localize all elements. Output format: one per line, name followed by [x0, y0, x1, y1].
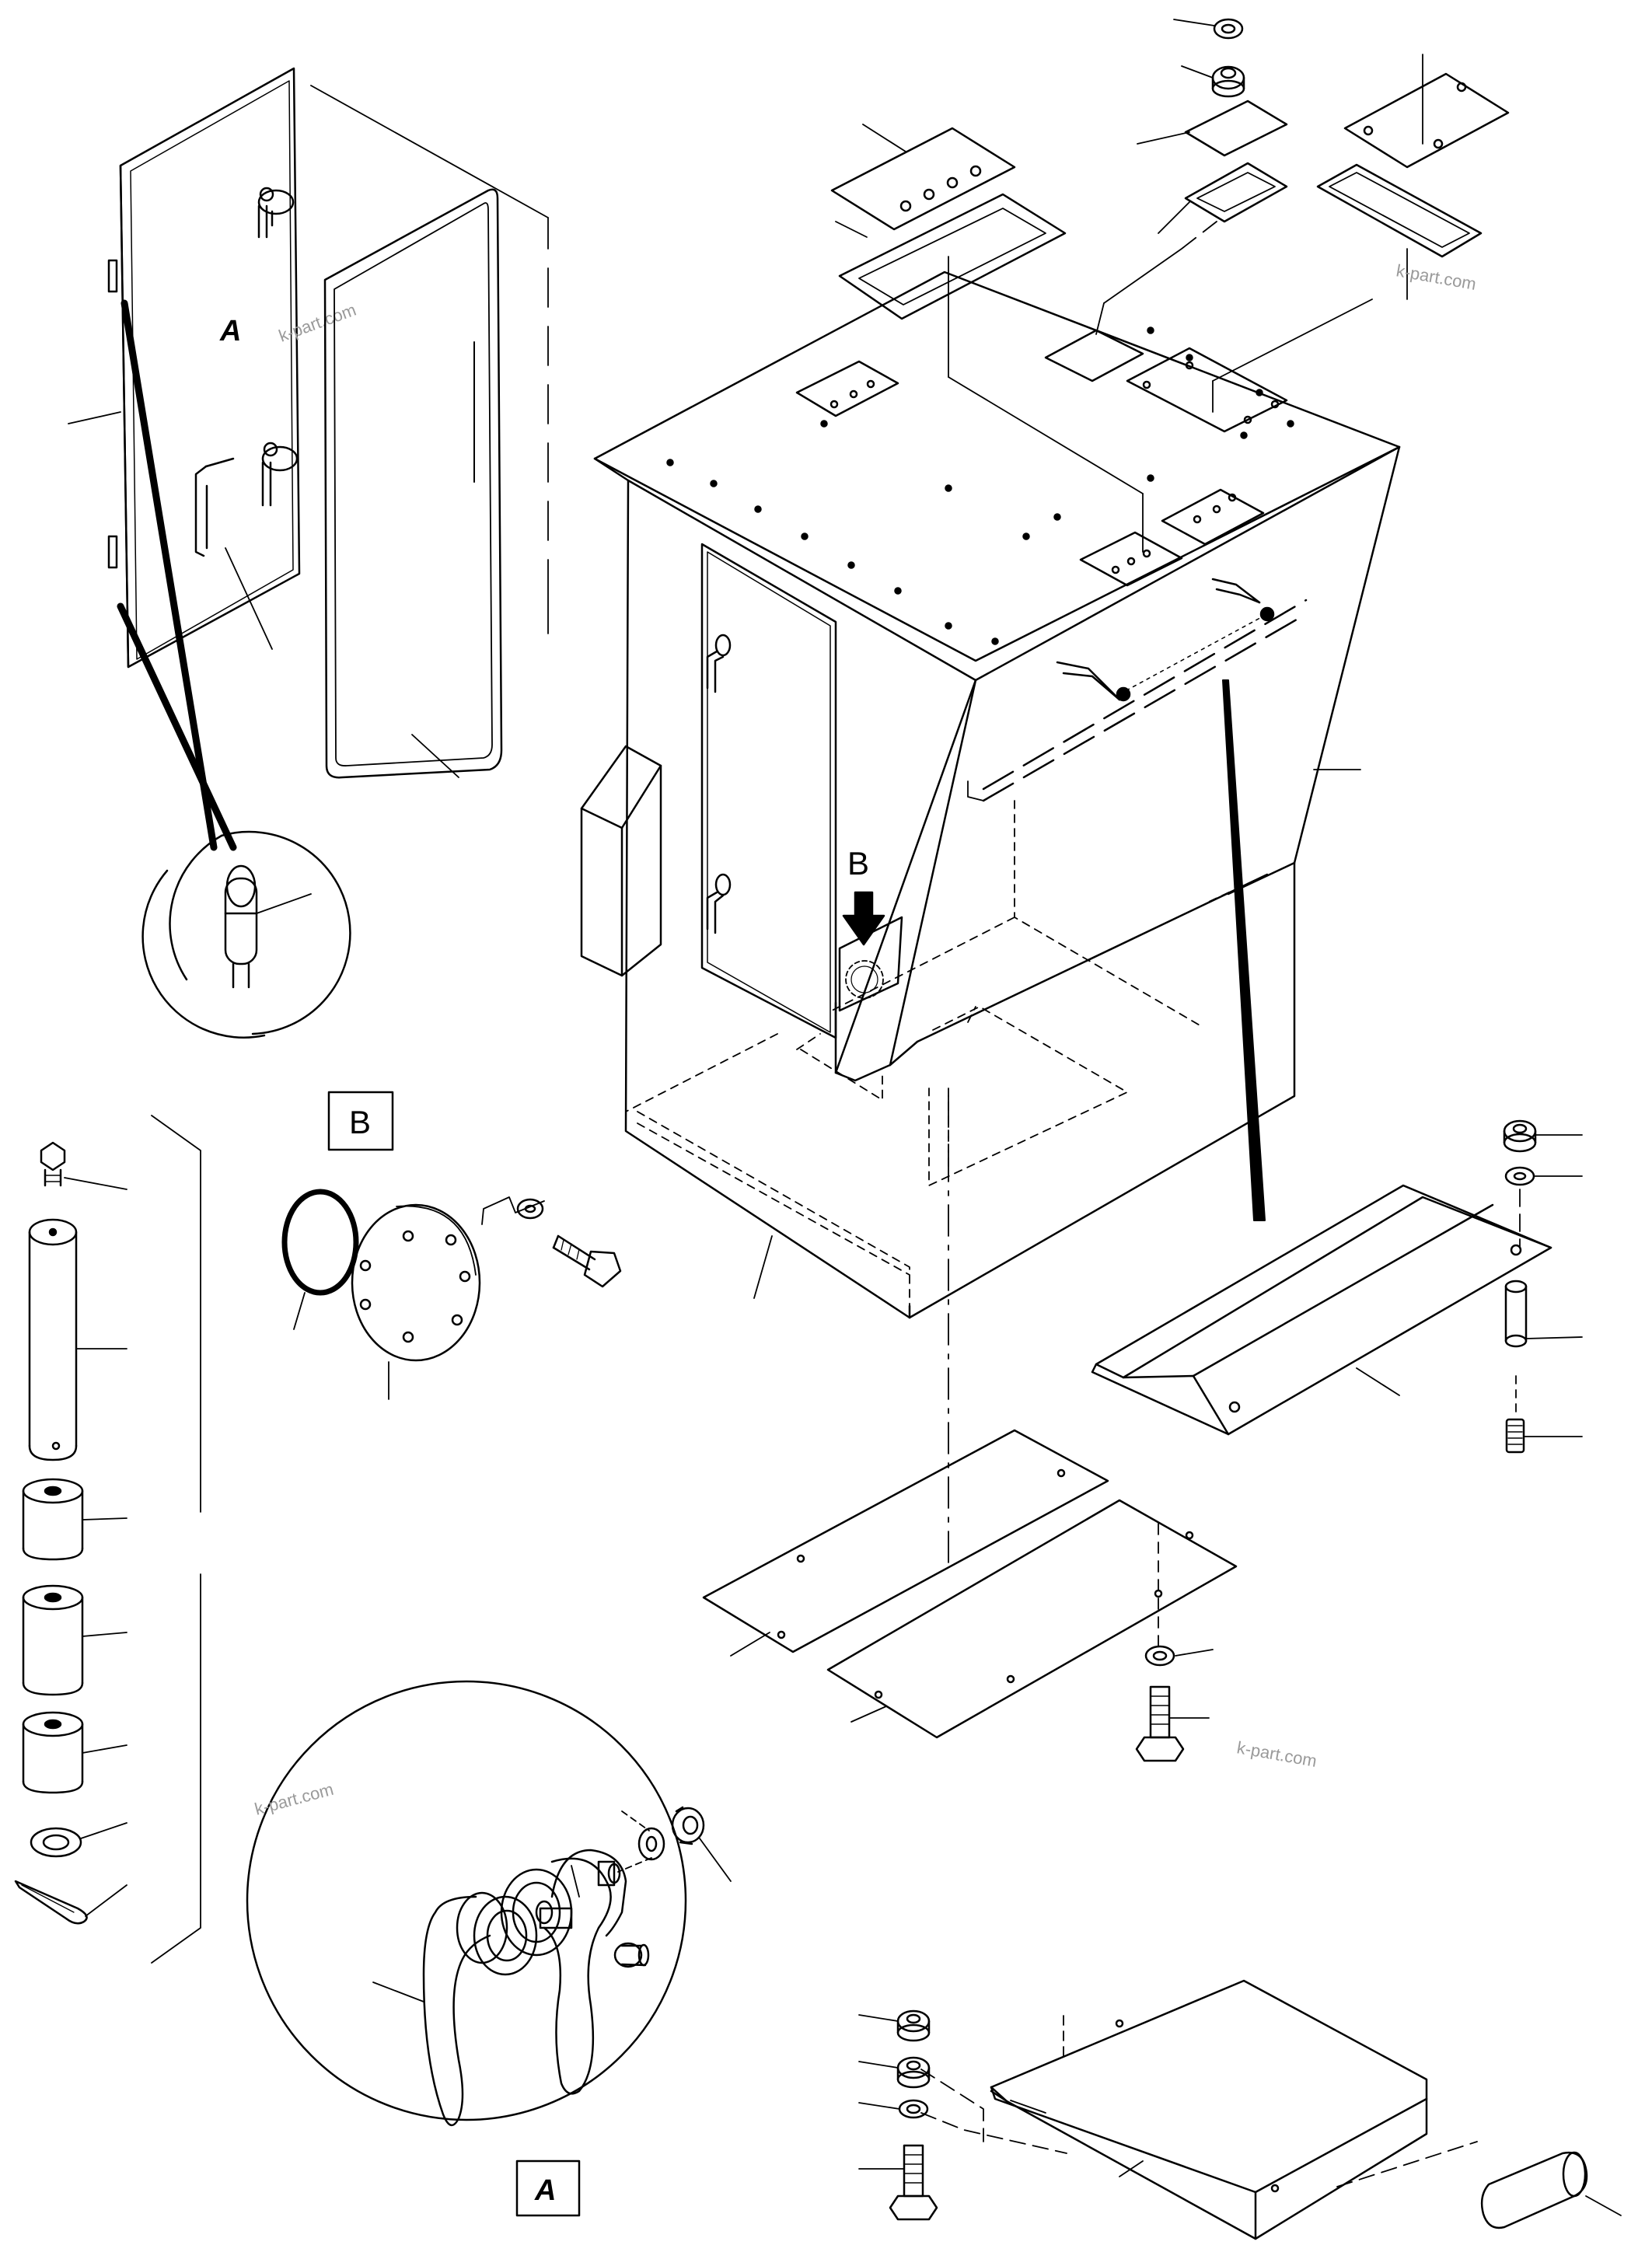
- cabinet-front-face: [624, 479, 977, 1319]
- detail-a-box-label: A: [534, 2174, 556, 2207]
- cabinet-hidden-lines: [625, 800, 1268, 1307]
- cover-plate-mid: [1137, 100, 1288, 157]
- cabinet-door: [700, 543, 837, 1039]
- leader-cabinet: [753, 769, 1361, 1299]
- handle-flange: [500, 1868, 573, 1957]
- hold-rod-callout: [1222, 679, 1266, 1221]
- bottom-lock-washer: [1144, 1645, 1214, 1667]
- bottom-bolt: [1135, 1685, 1210, 1762]
- tray-stud: [1505, 1375, 1583, 1454]
- detail-b-arrow: [842, 891, 885, 946]
- shelf-washer: [858, 2099, 929, 2119]
- bushing-1: [22, 1478, 127, 1561]
- cover-bolt: [552, 1234, 622, 1288]
- cabinet-side-panel: [889, 445, 1401, 1319]
- cabinet-top-plates: [795, 329, 1288, 587]
- watermark: k-part.com: [1235, 1737, 1318, 1771]
- bushing-2: [22, 1584, 127, 1696]
- hinge-callout-lines: [117, 299, 237, 851]
- shelf-nut-2: [858, 2056, 931, 2089]
- detail-b-box-label: B: [349, 1104, 371, 1140]
- door-bracket: [194, 457, 235, 557]
- pin-washer: [30, 1822, 127, 1858]
- bushing-3: [22, 1711, 127, 1794]
- cotter-pin: [14, 1880, 127, 1925]
- cabinet-top-panel: [593, 271, 1401, 682]
- tray-spacer: [1504, 1280, 1583, 1348]
- round-cover-plate: [351, 1203, 481, 1400]
- door-gasket: [323, 188, 503, 779]
- detail-b-arrow-label: B: [847, 845, 869, 882]
- handle-cam: [613, 1942, 650, 1968]
- handle-nut: [671, 1806, 732, 1882]
- watermark: k-part.com: [253, 1779, 336, 1819]
- bottom-shelf: [990, 1979, 1428, 2240]
- bottom-plate-right: [826, 1499, 1238, 1739]
- hinge-pin: [28, 1218, 127, 1461]
- nut-top: [1181, 65, 1245, 98]
- door-latch-lower: [261, 442, 299, 507]
- shelf-hidden-lines: [920, 2069, 1478, 2187]
- tray-washer: [1504, 1166, 1583, 1186]
- drip-tray: [1091, 1184, 1552, 1436]
- lock-washer-top: [1173, 18, 1244, 40]
- handle-leaders: [617, 1810, 652, 1873]
- door-view-label: A: [219, 315, 241, 347]
- detail-a-box: [515, 2159, 581, 2217]
- access-plate-on-cabinet: [838, 916, 903, 1012]
- cover-plate-right: [1343, 54, 1510, 169]
- bracket-lines-left: [151, 1115, 201, 1964]
- handle-washer: [637, 1827, 665, 1861]
- shelf-bolt: [858, 2144, 938, 2221]
- top-center-lines: [948, 221, 1373, 553]
- handle-lever-front: [372, 1891, 538, 2126]
- gasket-frame-left: [835, 193, 1067, 320]
- leader-lines-door: [68, 85, 549, 778]
- cover-lock-washer: [481, 1196, 545, 1225]
- pin-head-bolt: [40, 1141, 127, 1190]
- bottom-plate-left: [702, 1429, 1109, 1657]
- gasket-frame-right: [1316, 163, 1483, 300]
- hinge-pin-detail: [141, 830, 351, 1039]
- shelf-pin: [1480, 2151, 1622, 2229]
- cover-plate-left: [830, 124, 1016, 231]
- detail-b-box: [327, 1091, 394, 1151]
- door-latch-upper: [257, 187, 295, 239]
- gasket-mid: [1158, 162, 1288, 234]
- hold-open-rod: [967, 578, 1308, 802]
- cabinet-door-handle-upper: [706, 634, 732, 693]
- side-control-box: [580, 745, 662, 977]
- o-ring-gasket: [281, 1189, 359, 1330]
- door-panel: [107, 67, 301, 669]
- handle-lever-rear: [543, 1849, 627, 2095]
- tray-nut: [1503, 1119, 1583, 1153]
- watermark: k-part.com: [276, 300, 358, 346]
- shelf-nut-1: [858, 2009, 931, 2042]
- cabinet-door-handle-lower: [706, 873, 732, 934]
- detail-a-circle: [246, 1680, 687, 2121]
- handle-spindle: [597, 1860, 621, 1887]
- cabinet-top-bolts: [666, 326, 1294, 645]
